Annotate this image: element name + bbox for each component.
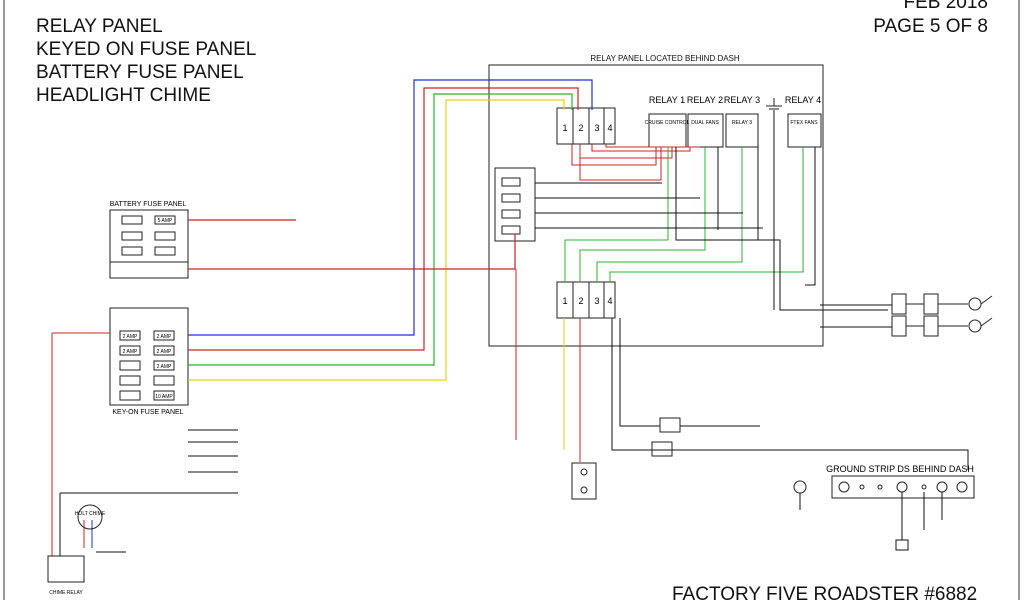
relay-2-label: RELAY 2 (687, 95, 723, 105)
relay-panel-box (488, 64, 824, 347)
connectors (891, 293, 993, 337)
relay-panel-fuse-block (494, 167, 536, 242)
title-headlight-chime: HEADLIGHT CHIME (36, 85, 211, 106)
title-battery-fuse-panel: BATTERY FUSE PANEL (36, 62, 244, 83)
small-relay-b (651, 441, 673, 457)
title-relay-panel: RELAY PANEL (36, 16, 163, 37)
svg-text:2 AMP: 2 AMP (157, 364, 172, 370)
ground-strip-title: GROUND STRIP DS BEHIND DASH (826, 464, 974, 474)
svg-text:2 AMP: 2 AMP (157, 334, 172, 340)
keyon-fuse-panel-box (109, 307, 189, 406)
terminal-bottom-3: 3 (594, 296, 599, 306)
svg-text:2 AMP: 2 AMP (157, 349, 172, 355)
relay-4: RELAY 4 FTEX FANS (785, 95, 822, 148)
terminal-top-numbers: 1 2 3 4 (562, 123, 612, 133)
switch-1-icon (968, 297, 982, 311)
svg-text:2 AMP: 2 AMP (123, 334, 138, 340)
relay-3-function: RELAY 3 (732, 120, 752, 126)
terminal-bottom-2: 2 (578, 296, 583, 306)
relay-3-label: RELAY 3 (724, 95, 760, 105)
chime-relay-box (47, 555, 85, 583)
chime-relay-label: CHIME RELAY (49, 590, 83, 596)
header-date: FEB 2018 (903, 0, 989, 13)
ground-strip-leads (799, 492, 943, 551)
small-relay-a (659, 417, 681, 433)
relay-1-function: CRUISE CONTROL (645, 120, 690, 126)
terminal-block-top (556, 107, 616, 145)
misc-wires (51, 269, 581, 556)
svg-text:2 AMP: 2 AMP (123, 349, 138, 355)
switch-2-icon (968, 319, 982, 333)
terminal-bottom-4: 4 (607, 296, 612, 306)
title-keyed-on-fuse-panel: KEYED ON FUSE PANEL (36, 39, 257, 60)
relay-4-label: RELAY 4 (785, 95, 821, 105)
chime-icon (77, 504, 103, 530)
ground-symbol-icon (766, 98, 782, 110)
relay-2: RELAY 2 DUAL FANS (687, 95, 724, 148)
svg-text:10 AMP: 10 AMP (155, 394, 173, 400)
header-page: PAGE 5 OF 8 (873, 16, 988, 37)
battery-fuse-5amp: 5 AMP (158, 218, 173, 224)
keyon-fuse-panel-title: KEY-ON FUSE PANEL (112, 409, 183, 416)
ground-strip-box (831, 475, 975, 499)
terminal-top-1: 1 (562, 123, 567, 133)
relay-green-wires (564, 147, 804, 282)
black-wires (59, 110, 969, 556)
chime-label: HOLT CHIME (75, 511, 106, 517)
keyon-fuses: 2 AMP 2 AMP 2 AMP 2 AMP 2 AMP 10 AMP (119, 330, 175, 401)
terminal-bottom-numbers: 1 2 3 4 (562, 296, 612, 306)
terminal-block-bottom (556, 281, 616, 319)
battery-fuse-panel-title: BATTERY FUSE PANEL (110, 201, 187, 208)
relay-panel-title: RELAY PANEL LOCATED BEHIND DASH (590, 54, 740, 63)
ground-strip-terminals (793, 480, 968, 494)
relay-1: RELAY 1 CRUISE CONTROL (645, 95, 690, 148)
relay-1-label: RELAY 1 (649, 95, 685, 105)
terminal-top-4: 4 (607, 123, 612, 133)
main-harness-wires (188, 79, 593, 381)
terminal-top-3: 3 (594, 123, 599, 133)
relay-red-wires (571, 144, 700, 181)
relay-2-function: DUAL FANS (691, 120, 719, 126)
terminal-top-2: 2 (578, 123, 583, 133)
terminal-bottom-1: 1 (562, 296, 567, 306)
relay-4-function: FTEX FANS (790, 120, 818, 126)
battery-fuse-panel-box (109, 209, 189, 279)
dual-fuse-block (571, 462, 597, 500)
relay-3: RELAY 3 RELAY 3 (724, 95, 760, 148)
